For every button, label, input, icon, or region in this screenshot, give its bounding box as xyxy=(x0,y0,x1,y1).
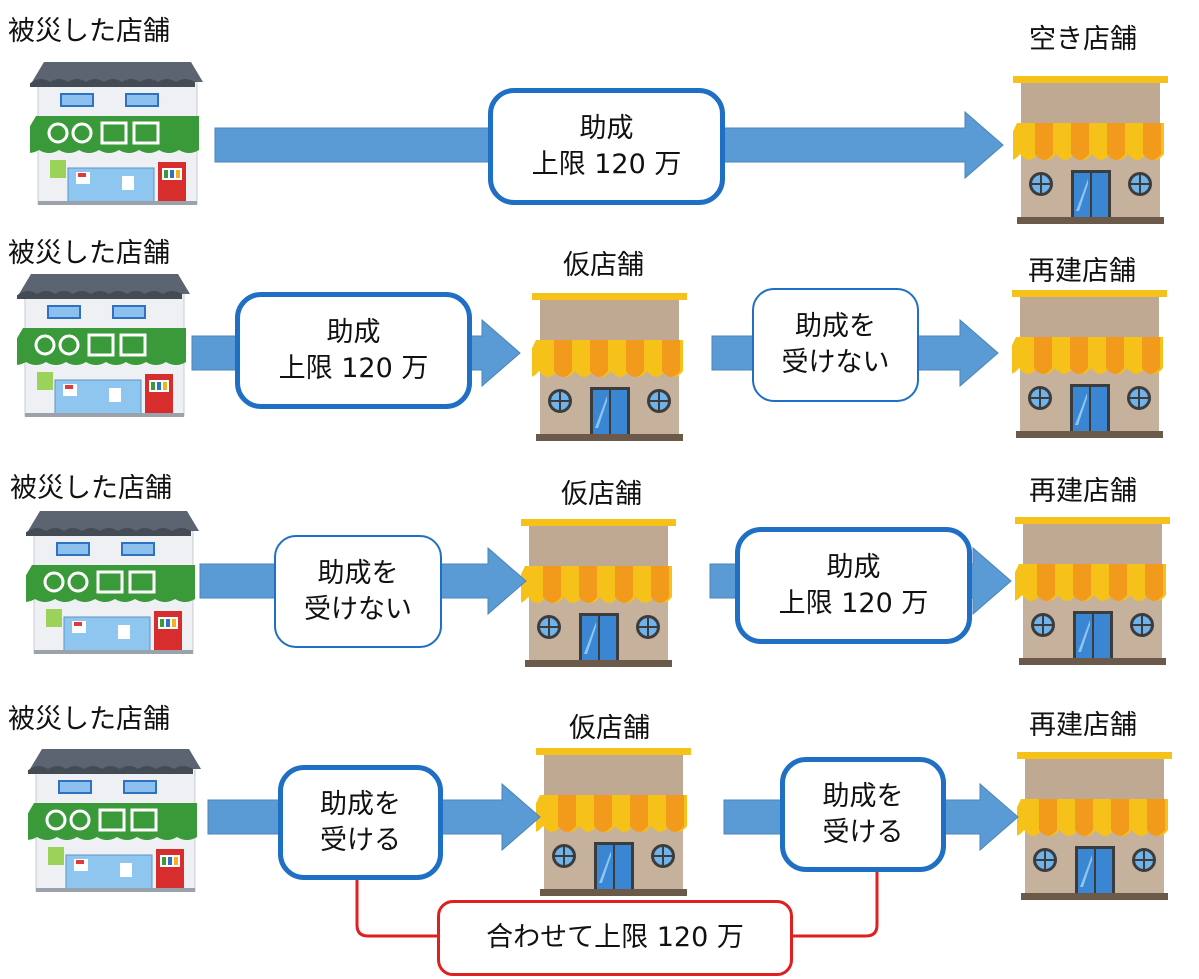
storefront-icon xyxy=(1015,517,1170,665)
row3-box1-line2: 受けない xyxy=(304,593,412,625)
damaged-store-icon xyxy=(17,270,192,420)
row4-box2-line2: 受ける xyxy=(822,816,904,848)
row3-box1-line1: 助成を xyxy=(317,557,399,589)
row2-box2-line1: 助成を xyxy=(795,311,876,342)
row3-box2-line2: 上限 120 万 xyxy=(778,587,929,619)
damaged-store-icon xyxy=(26,507,201,657)
damaged-store-icon xyxy=(30,58,205,208)
row4-subsidy-box1: 助成を 受ける xyxy=(278,765,443,880)
row1-subsidy-line1: 助成 xyxy=(579,112,634,144)
row2-box2-line2: 受けない xyxy=(781,347,890,378)
row3-rebuilt-store-label: 再建店舗 xyxy=(1029,476,1137,507)
row4-box1-line2: 受ける xyxy=(320,824,401,856)
storefront-icon xyxy=(536,748,691,896)
storefront-icon xyxy=(1013,76,1168,224)
storefront-icon xyxy=(1012,290,1167,438)
combined-limit-text: 合わせて上限 120 万 xyxy=(486,922,744,953)
row1-subsidy-line2: 上限 120 万 xyxy=(531,148,682,180)
row4-temp-store-label: 仮店舗 xyxy=(569,713,650,744)
combined-limit-box: 合わせて上限 120 万 xyxy=(437,900,793,976)
row4-rebuilt-store-label: 再建店舗 xyxy=(1029,710,1137,741)
row3-temp-store-label: 仮店舗 xyxy=(561,479,642,510)
row2-subsidy-box: 助成 上限 120 万 xyxy=(235,292,472,409)
row2-no-subsidy-box: 助成を 受けない xyxy=(752,288,919,402)
row1-damaged-store-label: 被災した店舗 xyxy=(8,16,170,47)
row2-rebuilt-store-label: 再建店舗 xyxy=(1028,256,1136,287)
row2-box1-line1: 助成 xyxy=(326,316,381,348)
row1-subsidy-box: 助成 上限 120 万 xyxy=(488,88,725,205)
row4-damaged-store-label: 被災した店舗 xyxy=(8,704,170,735)
row2-damaged-store-label: 被災した店舗 xyxy=(8,238,170,269)
row1-vacant-store-label: 空き店舗 xyxy=(1029,24,1137,55)
storefront-icon xyxy=(532,293,687,441)
row4-box1-line1: 助成を xyxy=(320,788,401,820)
row3-damaged-store-label: 被災した店舗 xyxy=(10,473,172,504)
storefront-icon xyxy=(1017,752,1172,900)
row4-box2-line1: 助成を xyxy=(822,780,904,812)
row2-box1-line2: 上限 120 万 xyxy=(278,352,429,384)
row3-subsidy-box: 助成 上限 120 万 xyxy=(735,527,972,644)
row3-no-subsidy-box: 助成を 受けない xyxy=(274,535,442,648)
row2-temp-store-label: 仮店舗 xyxy=(563,250,644,281)
row3-box2-line1: 助成 xyxy=(826,551,881,583)
damaged-store-icon xyxy=(28,745,203,895)
storefront-icon xyxy=(521,519,676,667)
row4-subsidy-box2: 助成を 受ける xyxy=(780,757,946,872)
